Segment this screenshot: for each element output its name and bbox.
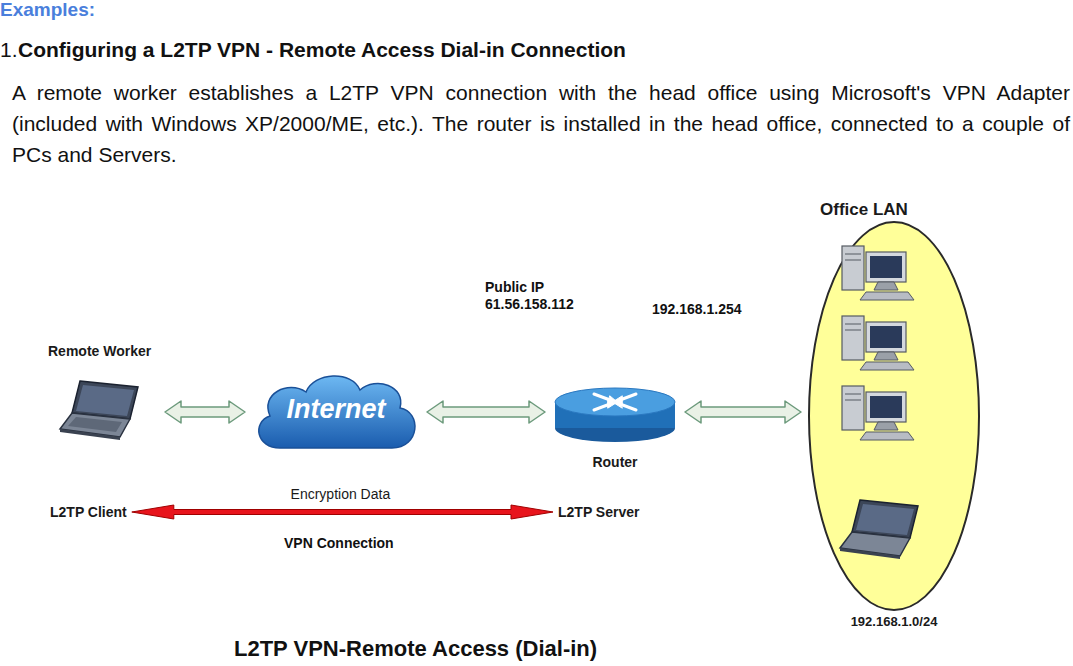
public-ip-label-wrap: Public IP 61.56.158.112 <box>485 279 603 313</box>
l2tp-server: L2TP Server <box>558 504 639 520</box>
cloud-label: Internet <box>286 394 385 425</box>
vpn-label: VPN Connection <box>284 535 394 551</box>
endpoint-label: L2TP Server <box>558 504 639 520</box>
edge-label: Encryption Data <box>289 486 393 502</box>
section-heading: Configuring a L2TP VPN - Remote Access D… <box>18 38 626 62</box>
office-lan-ellipse <box>806 200 982 632</box>
link-arrow <box>427 401 545 423</box>
page-title: Examples: <box>0 0 95 21</box>
router: Router <box>550 383 680 473</box>
edge-label-wrap: Encryption Data <box>289 486 393 502</box>
office-lan: Office LAN 192.168.1.0/24 <box>806 200 982 632</box>
node-label: Remote Worker <box>48 343 151 359</box>
endpoint-label: L2TP Client <box>50 504 127 520</box>
section-number-wrap: 1. <box>0 38 18 62</box>
section-number: 1. <box>0 38 18 62</box>
internet-cloud: Internet <box>250 370 422 456</box>
lan-ip-label-wrap: 192.168.1.254 <box>652 301 742 317</box>
router-icon <box>552 385 678 445</box>
body-paragraph: A remote worker establishes a L2TP VPN c… <box>12 77 1070 170</box>
public-ip-label: Public IP 61.56.158.112 <box>485 279 603 313</box>
group-heading: Office LAN <box>820 200 908 220</box>
lan-ip-label: 192.168.1.254 <box>652 301 742 317</box>
l2tp-client: L2TP Client <box>50 504 127 520</box>
title-wrap: Examples: <box>0 0 95 21</box>
figure-caption: L2TP VPN-Remote Access (Dial-in) <box>234 636 597 662</box>
node-label: Router <box>592 454 637 470</box>
vpn-label-wrap: VPN Connection <box>284 535 394 551</box>
caption-wrap: L2TP VPN-Remote Access (Dial-in) <box>234 636 597 662</box>
vpn-tunnel-arrow <box>132 505 553 519</box>
section-heading-wrap: Configuring a L2TP VPN - Remote Access D… <box>18 38 626 62</box>
body-paragraph-wrap: A remote worker establishes a L2TP VPN c… <box>12 77 1070 170</box>
link-arrow <box>685 401 801 423</box>
subnet-label: 192.168.1.0/24 <box>851 614 938 629</box>
remote-worker: Remote Worker <box>48 343 160 443</box>
laptop-icon <box>58 379 140 441</box>
link-arrow <box>165 401 245 423</box>
